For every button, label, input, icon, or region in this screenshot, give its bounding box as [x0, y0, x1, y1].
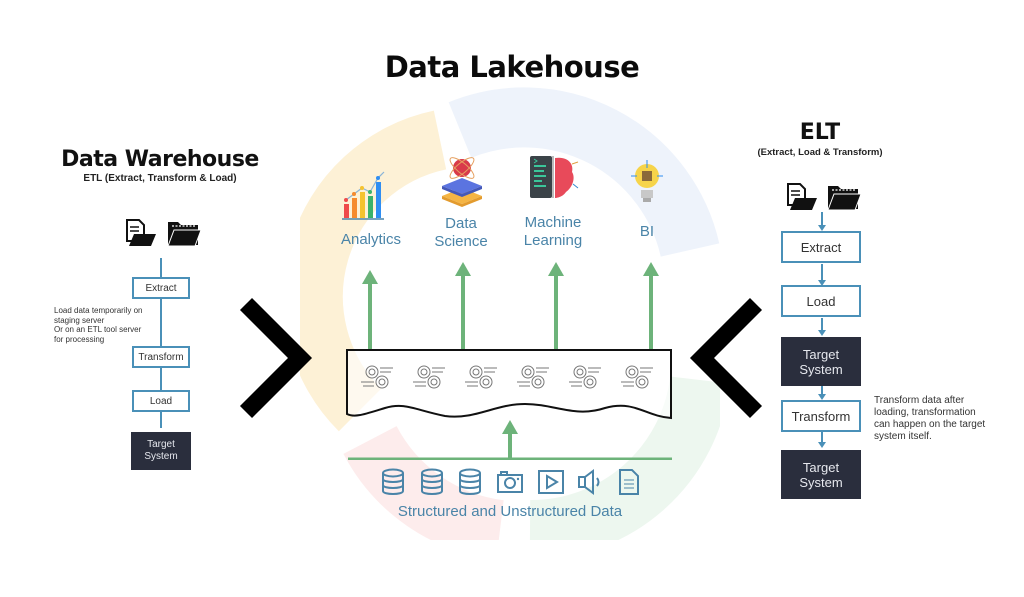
chevron-right-icon [239, 297, 313, 419]
step-label: Target System [799, 459, 843, 490]
open-folder-icon [167, 222, 202, 247]
elt-title: ELT [799, 120, 841, 145]
note-line: staging server [54, 315, 105, 325]
gear-icon [361, 365, 393, 389]
database-icon [459, 468, 482, 495]
step-label: Load [149, 395, 173, 407]
document-folder-icon [126, 219, 156, 246]
etl-step-extract: Extract [132, 277, 190, 299]
video-play-icon [537, 470, 564, 494]
data-warehouse-title: Data Warehouse [61, 147, 259, 172]
etl-step-target-system: Target System [131, 432, 191, 470]
page-title: Data Lakehouse [384, 50, 640, 84]
use-case-label: Analytics [340, 231, 402, 248]
source-icons-row [380, 468, 640, 498]
step-label: Extract [800, 239, 842, 255]
flow-arrows [348, 262, 672, 460]
step-label: Target System [144, 439, 178, 462]
sources-label: Structured and Unstructured Data [397, 503, 623, 520]
data-science-icon [442, 157, 482, 207]
machine-learning-icon [530, 156, 579, 198]
etl-flow-line [160, 258, 162, 428]
elt-step-target-system-final: Target System [781, 450, 861, 499]
elt-step-extract: Extract [781, 231, 861, 263]
camera-icon [496, 471, 523, 493]
elt-flow-arrows [818, 212, 826, 448]
use-case-label: Data Science [434, 215, 488, 250]
note-line: loading, transformation [874, 407, 976, 418]
document-icon [618, 469, 639, 495]
step-label: Transform [791, 408, 851, 424]
step-label: Extract [145, 282, 177, 294]
note-line: Load data temporarily on [54, 306, 143, 315]
note-line: system itself. [874, 431, 932, 442]
database-icon [382, 468, 404, 495]
elt-step-load: Load [781, 285, 861, 317]
use-case-label: BI [639, 223, 655, 240]
data-warehouse-subtitle: ETL (Extract, Transform & Load) [83, 173, 237, 184]
elt-step-target-system: Target System [781, 337, 861, 386]
gear-icon [465, 365, 497, 389]
use-case-bi: BI [620, 223, 674, 241]
use-case-label: Machine Learning [523, 214, 583, 249]
database-icon [420, 468, 443, 495]
use-case-machine-learning: Machine Learning [510, 214, 596, 250]
step-label: Load [806, 293, 836, 309]
etl-note: Load data temporarily on staging server … [54, 306, 143, 344]
elt-note: Transform data after loading, transforma… [874, 395, 985, 443]
elt-step-transform: Transform [781, 400, 861, 432]
document-folder-icon [787, 183, 817, 210]
use-case-data-science: Data Science [420, 215, 502, 251]
gear-icon [621, 365, 653, 389]
note-line: Transform data after [874, 395, 965, 406]
note-line: Or on an ETL tool server [54, 325, 142, 334]
speaker-icon [578, 469, 600, 495]
etl-step-load: Load [132, 390, 190, 412]
gear-icon [413, 365, 445, 389]
gear-icon [517, 365, 549, 389]
open-folder-icon [827, 186, 862, 211]
elt-subtitle: (Extract, Load & Transform) [757, 147, 883, 158]
note-line: can happen on the target [874, 419, 986, 430]
use-case-analytics: Analytics [326, 231, 416, 249]
bar-chart-icon [342, 171, 385, 220]
processing-layer [346, 349, 672, 420]
step-label: Transform [138, 351, 184, 363]
chevron-left-icon [689, 297, 763, 419]
step-label: Target System [799, 346, 843, 377]
lightbulb-chip-icon [631, 160, 663, 202]
note-line: for processing [54, 334, 105, 344]
etl-step-transform: Transform [132, 346, 190, 368]
gear-icon [569, 365, 601, 389]
